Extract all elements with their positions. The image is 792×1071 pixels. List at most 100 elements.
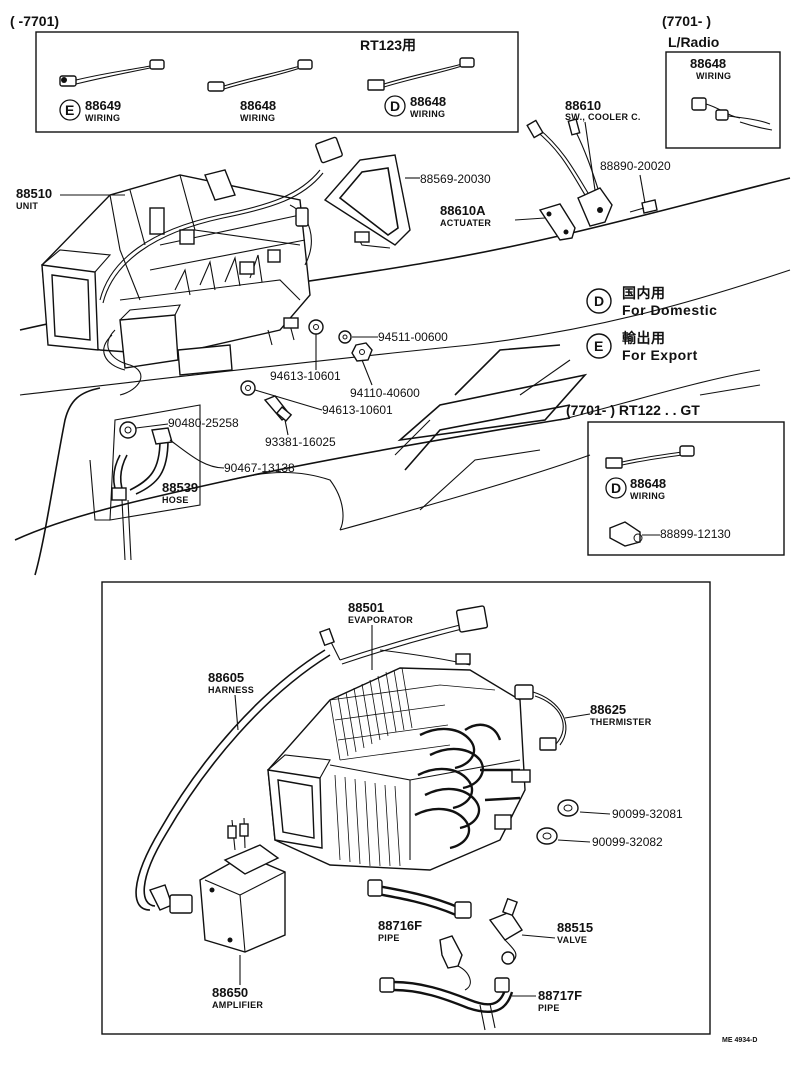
part-88716f-desc: PIPE [378, 933, 400, 943]
dashboard-outline [14, 177, 791, 576]
wiring-88648c-drawing [691, 97, 773, 131]
footer-code: ME 4934-D [722, 1037, 757, 1044]
part-88569-number: 88569-20030 [420, 172, 491, 186]
part-94613a-number: 94613-10601 [270, 369, 341, 383]
wiring-88648b-drawing [367, 57, 475, 91]
part-88890-number: 88890-20020 [600, 159, 671, 173]
valve-88515-drawing [439, 897, 523, 991]
part-90099a-number: 90099-32081 [612, 807, 683, 821]
legend-e-letter: E [594, 338, 604, 354]
part-88716f-number: 88716F [378, 918, 422, 933]
marker-d-88648b [384, 95, 406, 117]
part-90467-number: 90467-13138 [224, 461, 295, 475]
wiring-88648d-drawing [605, 445, 695, 469]
part-90099b-number: 90099-32082 [592, 835, 663, 849]
part-88610-desc: SW., COOLER C. [565, 112, 641, 122]
wiring-88648a-drawing [207, 59, 313, 92]
legend-e-jp: 輸出用 [622, 330, 666, 346]
legend-d-en: For Domestic [622, 302, 717, 318]
part-88539-number: 88539 [162, 480, 198, 495]
leader-88610 [584, 121, 596, 191]
part-94511-number: 94511-00600 [378, 330, 448, 344]
rt122-range-label: (7701- ) RT122 . . GT [566, 402, 700, 418]
part-88717f-number: 88717F [538, 988, 582, 1003]
part-94613b-number: 94613-10601 [322, 403, 393, 417]
marker-d-88648b-letter: D [390, 98, 400, 114]
part-88899-number: 88899-12130 [660, 527, 731, 541]
legend-e-marker [586, 333, 612, 359]
part-88648c-desc: WIRING [696, 71, 731, 81]
pipe-88717f-drawing [379, 977, 514, 1031]
part-88610a-number: 88610A [440, 203, 486, 218]
leader-88890 [639, 174, 646, 204]
legend-d-jp: 国内用 [622, 285, 666, 301]
header-right-range: (7701- ) [662, 13, 711, 29]
part-88717f-desc: PIPE [538, 1003, 560, 1013]
part-88650-number: 88650 [212, 985, 248, 1000]
actuater-88610a-drawing [538, 203, 576, 241]
marker-e-88649-letter: E [65, 102, 74, 118]
connector-88899-drawing [609, 521, 643, 547]
part-93381-number: 93381-16025 [265, 435, 336, 449]
legend-d-marker [586, 288, 612, 314]
part-88649-number: 88649 [85, 98, 121, 113]
part-88605-desc: HARNESS [208, 685, 254, 695]
leader-90467 [169, 439, 225, 469]
grommets-drawing [536, 799, 579, 845]
part-88625-number: 88625 [590, 702, 626, 717]
part-94110-number: 94110-40600 [350, 386, 420, 400]
amplifier-88650-drawing [199, 817, 286, 953]
part-88648b-desc: WIRING [410, 109, 445, 119]
part-88510-desc: UNIT [16, 201, 38, 211]
part-88648d-desc: WIRING [630, 491, 665, 501]
header-left-range: ( -7701) [10, 13, 59, 29]
part-88515-number: 88515 [557, 920, 593, 935]
leader-88605 [234, 694, 239, 731]
wiring-box-lradio [665, 51, 781, 149]
part-88649-desc: WIRING [85, 113, 120, 123]
thermister-88625-drawing [514, 684, 567, 751]
marker-d-88648d [605, 477, 627, 499]
rt123-label: RT123用 [360, 37, 416, 53]
lradio-label: L/Radio [668, 34, 719, 50]
wiring-88649-drawing [59, 59, 165, 87]
part-88501-number: 88501 [348, 600, 384, 615]
part-88510-number: 88510 [16, 186, 52, 201]
evaporator-detail-box [101, 581, 711, 1035]
part-88610-number: 88610 [565, 98, 601, 113]
leader-90099b [557, 839, 591, 843]
switch-88610-drawing [526, 118, 658, 227]
part-88625-desc: THERMISTER [590, 717, 652, 727]
leader-93381 [284, 419, 289, 436]
part-88648b-number: 88648 [410, 94, 446, 109]
part-88650-desc: AMPLIFIER [212, 1000, 263, 1010]
harness-88605-drawing [135, 649, 331, 914]
part-88605-number: 88605 [208, 670, 244, 685]
leader-94110 [361, 359, 373, 386]
fasteners-drawing [240, 319, 373, 422]
legend-d-letter: D [594, 293, 605, 309]
part-88648c-number: 88648 [690, 56, 726, 71]
leader-90480 [135, 423, 169, 429]
unit-88510-drawing [41, 136, 343, 396]
part-88610a-desc: ACTUATER [440, 218, 491, 228]
marker-e-88649 [59, 99, 81, 121]
part-88539-desc: HOSE [162, 495, 189, 505]
part-88648a-number: 88648 [240, 98, 276, 113]
part-88501-desc: EVAPORATOR [348, 615, 413, 625]
pipe-88716f-drawing [367, 879, 472, 919]
leader-88625 [564, 713, 591, 719]
trim-88569-drawing [323, 154, 411, 249]
part-88515-desc: VALVE [557, 935, 587, 945]
leader-88515 [521, 934, 556, 939]
leader-90099a [579, 811, 611, 815]
part-88648d-number: 88648 [630, 476, 666, 491]
marker-d-88648d-letter: D [611, 480, 621, 496]
legend-e-en: For Export [622, 347, 698, 363]
part-90480-number: 90480-25258 [168, 416, 239, 430]
part-88648a-desc: WIRING [240, 113, 275, 123]
evaporator-88501-drawing [267, 605, 531, 871]
wiring-box-rt122 [587, 421, 785, 556]
wiring-box-rt123 [35, 31, 519, 133]
